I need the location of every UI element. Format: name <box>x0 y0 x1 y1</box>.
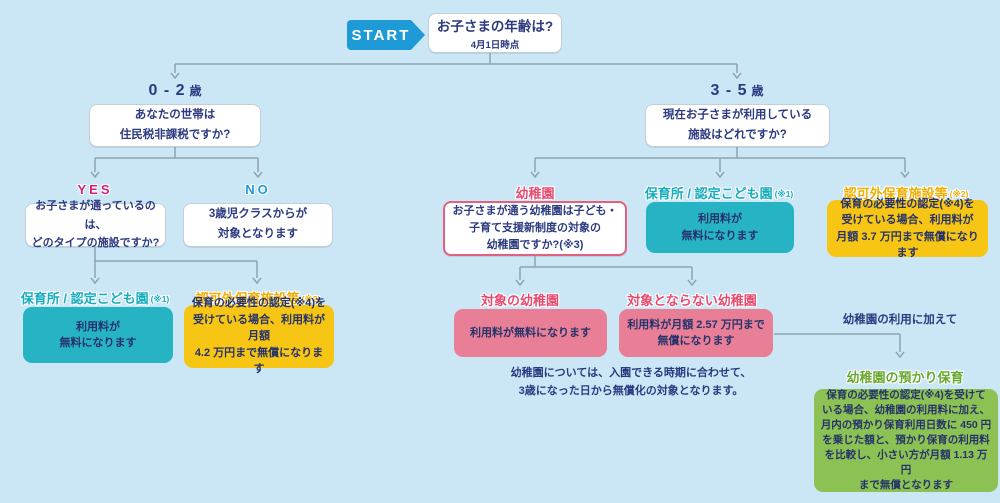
age-3-5-question-box: 現在お子さまが利用している 施設はどれですか? <box>645 104 830 147</box>
taishou-result-box: 利用料が無料になります <box>454 309 607 357</box>
azukari-connector-label: 幼稚園の利用に加えて <box>842 314 958 326</box>
age-3-5-question-text: 現在お子さまが利用している 施設はどれですか? <box>662 108 813 141</box>
hoikusho-result-left-box: 利用料が 無料になります <box>23 307 173 363</box>
youchien-question-box: お子さまが通う幼稚園は子ども・ 子育て支援新制度の対象の 幼稚園ですか?(※3) <box>443 201 627 256</box>
ninkagai-note-right: (※2) <box>949 189 969 199</box>
hitaishou-heading: 対象とならない幼稚園 <box>627 293 757 308</box>
hoikusho-note-left: (※1) <box>150 294 170 304</box>
no-result-box: 3歳児クラスからが 対象となります <box>183 203 333 247</box>
no-label: NO <box>245 182 271 197</box>
taishou-result-text: 利用料が無料になります <box>470 326 591 339</box>
root-question-title: お子さまの年齢は? <box>436 19 554 34</box>
youchien-note: 幼稚園については、入園できる時期に合わせて、 3歳になった日から無償化の対象とな… <box>510 367 752 398</box>
age-0-2-unit: 歳 <box>189 84 202 98</box>
ninkagai-heading-right: 認可外保育施設等(※2) <box>844 183 969 202</box>
hoikusho-heading-right-text: 保育所 / 認定こども園 <box>644 186 773 201</box>
ninkagai-heading-right-text: 認可外保育施設等 <box>843 186 948 201</box>
youchien-heading: 幼稚園 <box>515 186 555 201</box>
root-question-note: 4月1日時点 <box>470 40 520 51</box>
ninkagai-result-right-text: 保育の必要性の認定(※4)を 受けている場合、利用料が 月額 3.7 万円まで無… <box>836 197 979 260</box>
hitaishou-result-text: 利用料が月額 2.57 万円まで 無償になります <box>627 318 765 348</box>
hoikusho-result-left-text: 利用料が 無料になります <box>59 320 137 350</box>
azukari-heading: 幼稚園の預かり保育 <box>846 370 964 385</box>
hoikusho-note-right: (※1) <box>774 189 794 199</box>
ninkagai-note-left: (※2) <box>301 294 321 304</box>
yes-question-text: お子さまが通っているのは、 どのタイプの施設ですか? <box>31 199 160 250</box>
age-0-2-number: 0 - 2 <box>148 82 186 99</box>
hoikusho-heading-left-text: 保育所 / 認定こども園 <box>20 291 149 306</box>
age-0-2-question-box: あなたの世帯は 住民税非課税ですか? <box>89 104 261 147</box>
age-3-5-number: 3 - 5 <box>710 82 748 99</box>
hoikusho-result-right-box: 利用料が 無料になります <box>646 202 794 253</box>
yes-question-box: お子さまが通っているのは、 どのタイプの施設ですか? <box>25 200 166 249</box>
azukari-result-box: 保育の必要性の認定(※4)を受けて いる場合、幼稚園の利用料に加え、 月内の預か… <box>814 389 998 492</box>
start-badge: START <box>347 20 425 50</box>
ninkagai-result-left-text: 保育の必要性の認定(※4)を 受けている場合、利用料が月額 4.2 万円まで無償… <box>191 297 327 376</box>
ninkagai-result-left-box: 保育の必要性の認定(※4)を 受けている場合、利用料が月額 4.2 万円まで無償… <box>184 297 334 375</box>
azukari-result-text: 保育の必要性の認定(※4)を受けて いる場合、幼稚園の利用料に加え、 月内の預か… <box>820 389 992 491</box>
start-label: START <box>351 26 411 44</box>
hoikusho-result-right-text: 利用料が 無料になります <box>681 213 759 242</box>
root-question-box: お子さまの年齢は? 4月1日時点 <box>428 13 562 53</box>
ninkagai-heading-left-text: 認可外保育施設等 <box>195 291 300 306</box>
taishou-heading: 対象の幼稚園 <box>480 293 560 308</box>
yes-label: YES <box>77 182 113 197</box>
age-3-5-unit: 歳 <box>751 84 764 98</box>
age-0-2-question-text: あなたの世帯は 住民税非課税ですか? <box>119 108 231 141</box>
ninkagai-result-right-box: 保育の必要性の認定(※4)を 受けている場合、利用料が 月額 3.7 万円まで無… <box>827 198 988 259</box>
ninkagai-heading-left: 認可外保育施設等(※2) <box>196 288 321 307</box>
youchien-question-text: お子さまが通う幼稚園は子ども・ 子育て支援新制度の対象の 幼稚園ですか?(※3) <box>452 204 618 252</box>
hitaishou-result-box: 利用料が月額 2.57 万円まで 無償になります <box>619 309 773 357</box>
no-result-text: 3歳児クラスからが 対象となります <box>208 208 308 240</box>
hoikusho-heading-right: 保育所 / 認定こども園(※1) <box>645 183 794 202</box>
hoikusho-heading-left: 保育所 / 認定こども園(※1) <box>21 288 170 307</box>
